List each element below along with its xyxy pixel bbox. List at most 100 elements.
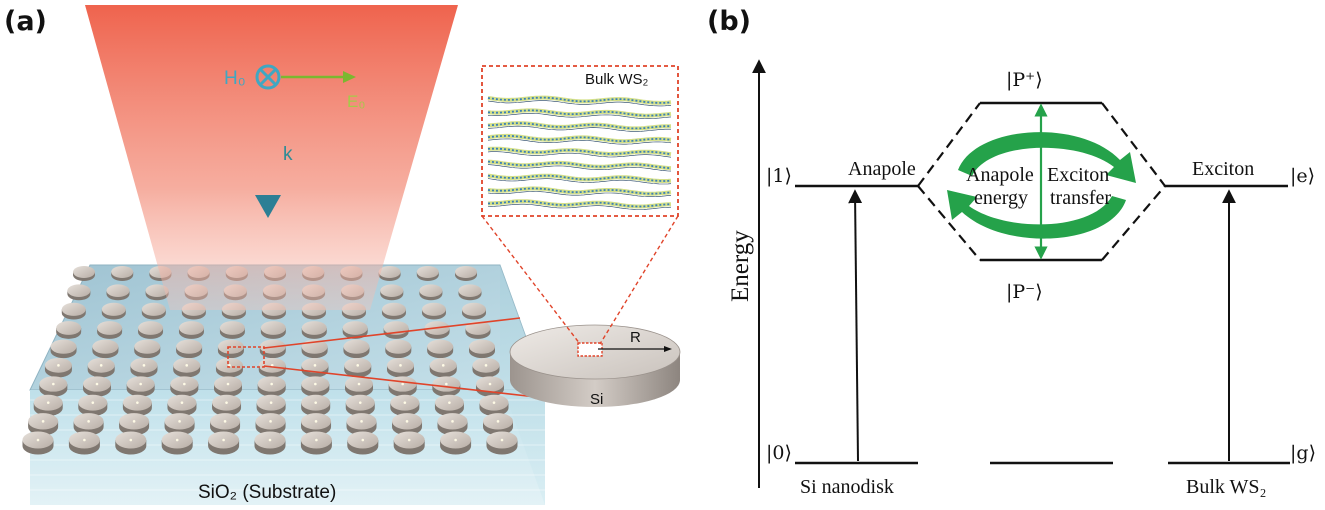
substrate-label: SiO₂ (Substrate)	[198, 482, 336, 503]
nanodisk	[458, 284, 482, 301]
nanodisk	[44, 357, 72, 378]
nanodisk	[208, 431, 240, 455]
nanodisk	[111, 266, 134, 281]
nanodisk	[421, 302, 446, 320]
nanodisk	[455, 266, 477, 281]
nanodisk	[386, 357, 414, 378]
nanodisk	[178, 321, 204, 339]
zoom-lines-disk	[227, 317, 546, 399]
h0-label: H₀	[224, 68, 246, 89]
nanodisk	[301, 321, 327, 339]
nanodisk	[469, 339, 495, 359]
nanodisk	[429, 357, 457, 378]
nanodisk	[106, 284, 130, 301]
nanodisk	[217, 339, 244, 359]
cycle-arrow-top	[958, 132, 1136, 183]
nanodisk	[301, 376, 330, 397]
nanodisk	[119, 413, 150, 436]
nanodisk	[392, 413, 423, 436]
nanodisk	[176, 339, 203, 359]
nanodisk	[479, 394, 509, 416]
center-left-line2: energy	[974, 187, 1028, 209]
nanodisk	[33, 394, 63, 416]
k-vector-head	[255, 195, 281, 218]
nanodisk	[73, 266, 95, 281]
si-nanodisk-closeup: R Si	[509, 324, 681, 408]
bulk-ws2-inset: Bulk WS₂	[481, 65, 679, 217]
radius-label: R	[630, 329, 641, 346]
nanodisk	[301, 394, 331, 416]
nanodisk	[101, 302, 126, 320]
nanodisk	[380, 284, 404, 301]
center-right-line1: Exciton	[1047, 164, 1109, 186]
cycle-arrow-bottom	[947, 190, 1126, 239]
nanodisk	[385, 339, 412, 359]
nanodisk	[437, 413, 468, 436]
nanodisk	[440, 431, 472, 455]
nanodisk	[345, 394, 375, 416]
e0-vector-head	[343, 71, 356, 83]
center-right-line2: transfer	[1050, 187, 1111, 209]
nanodisk	[416, 266, 439, 281]
state-1-label: |1⟩	[766, 165, 792, 187]
nanodisk	[257, 376, 286, 397]
nanodisk	[345, 376, 373, 397]
center-left-line1: Anapole	[966, 164, 1034, 186]
nanodisk	[486, 431, 518, 455]
nanodisk	[219, 321, 245, 339]
panel-b-label: (b)	[707, 6, 751, 37]
state-g-label: |g⟩	[1290, 442, 1316, 464]
nanodisk	[210, 413, 241, 436]
energy-axis-label: Energy	[727, 230, 754, 302]
nanodisk	[215, 357, 243, 378]
nanodisk	[87, 357, 115, 378]
nanodisk	[462, 302, 486, 320]
nanodisk	[68, 431, 100, 455]
panel-a-label: (a)	[4, 6, 47, 37]
nanodisk	[255, 413, 286, 436]
bulk-ws2-label: Bulk WS₂	[1186, 476, 1267, 498]
nanodisk	[170, 376, 199, 397]
si-nanodisk-label: Si nanodisk	[800, 476, 894, 498]
nanodisk	[301, 339, 328, 359]
anapole-excitation-arrow	[848, 189, 863, 462]
nanodisk	[97, 321, 123, 339]
nanodisk	[67, 284, 91, 301]
nanodisk	[476, 376, 504, 397]
inset-title: Bulk WS₂	[585, 71, 649, 88]
nanodisk	[50, 339, 77, 359]
nanodisk	[472, 357, 500, 378]
nanodisk	[465, 321, 491, 339]
state-e-label: |e⟩	[1290, 165, 1315, 187]
exciton-label: Exciton	[1192, 158, 1254, 180]
nanodisk	[28, 413, 59, 436]
nanodisk	[256, 394, 286, 416]
nanodisk	[141, 302, 166, 320]
nanodisk	[347, 431, 379, 455]
nanodisk	[56, 321, 82, 339]
p-minus-label: |P⁻⟩	[1006, 281, 1043, 303]
nanodisk	[138, 321, 164, 339]
nanodisk	[344, 357, 372, 378]
nanodisk	[161, 431, 193, 455]
hybridization-connectors	[917, 102, 1166, 261]
nanodisk	[434, 394, 464, 416]
nanodisk	[145, 284, 169, 301]
nanodisk	[78, 394, 108, 416]
p-plus-label: |P⁺⟩	[1006, 69, 1043, 91]
nanodisk	[115, 431, 147, 455]
nanodisk	[390, 394, 420, 416]
nanodisk	[260, 321, 286, 339]
nanodisk	[388, 376, 417, 397]
nanodisk	[301, 357, 329, 378]
h0-into-page-icon	[255, 64, 281, 90]
nanodisk	[378, 266, 401, 281]
nanodisk	[424, 321, 450, 339]
nanodisk	[164, 413, 195, 436]
nanodisk	[301, 413, 332, 436]
nanodisk	[381, 302, 406, 320]
energy-transfer-cycle	[947, 103, 1136, 260]
nanodisk	[214, 376, 243, 397]
nanodisk	[134, 339, 161, 359]
k-label: k	[283, 144, 293, 165]
